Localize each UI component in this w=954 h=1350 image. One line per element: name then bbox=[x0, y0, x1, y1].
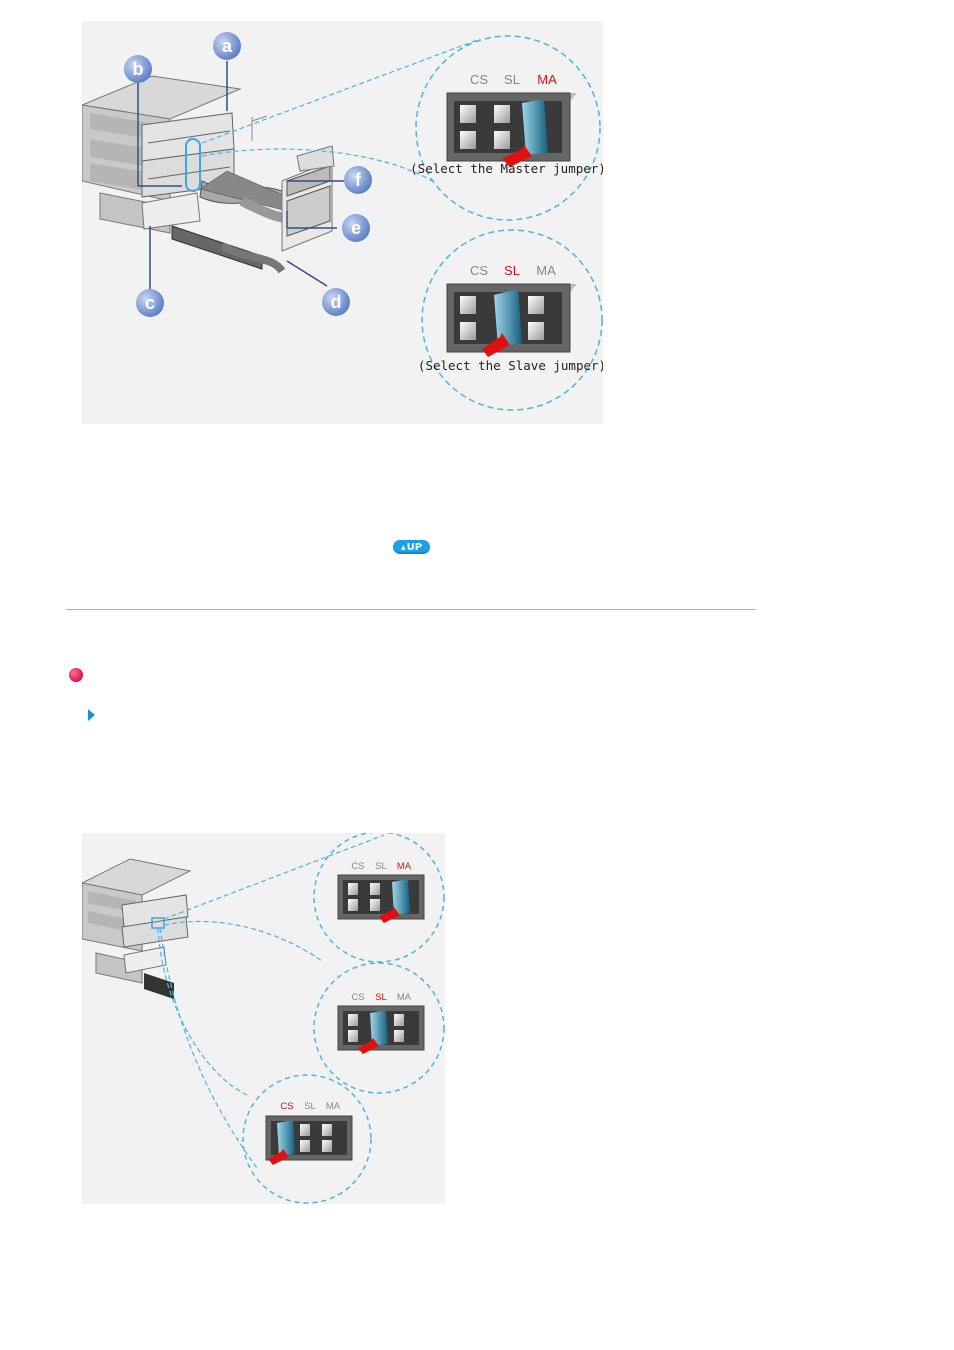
svg-text:a: a bbox=[222, 36, 233, 56]
slave-jumper-zoom-small: CS SL MA bbox=[313, 962, 445, 1094]
svg-text:CS: CS bbox=[351, 992, 364, 1003]
drive-installation-illustration: a b c d e f CS SL MA bbox=[82, 32, 603, 411]
jumper-settings-figure: CS SL MA CS SL MA bbox=[82, 833, 445, 1204]
svg-text:MA: MA bbox=[537, 72, 557, 87]
svg-text:MA: MA bbox=[397, 992, 412, 1003]
drive-bay-stack-small bbox=[82, 858, 192, 999]
svg-text:MA: MA bbox=[326, 1101, 341, 1112]
svg-text:CS: CS bbox=[470, 263, 488, 278]
svg-text:SL: SL bbox=[375, 861, 387, 872]
drive-installation-figure: a b c d e f CS SL MA bbox=[82, 21, 603, 424]
callout-a bbox=[213, 32, 241, 60]
svg-text:SL: SL bbox=[375, 992, 387, 1003]
svg-text:c: c bbox=[145, 293, 155, 313]
svg-text:CS: CS bbox=[470, 72, 488, 87]
drive-bay-stack bbox=[82, 75, 242, 234]
master-jumper-zoom: CS SL MA (Select the Master jumper) bbox=[410, 35, 603, 221]
subsection-arrow-icon bbox=[88, 709, 95, 721]
callout-leader-lines bbox=[137, 61, 344, 301]
callout-markers: a b c d e f bbox=[124, 32, 372, 317]
up-button-label: UP bbox=[406, 541, 423, 553]
back-to-top-button[interactable]: ▲UP bbox=[393, 540, 430, 554]
master-jumper-zoom-small: CS SL MA bbox=[313, 833, 445, 963]
section-divider bbox=[66, 609, 756, 610]
jumper-settings-illustration: CS SL MA CS SL MA bbox=[82, 833, 445, 1204]
section-bullet-icon bbox=[69, 668, 83, 682]
svg-text:(Select the Master jumper): (Select the Master jumper) bbox=[410, 161, 603, 176]
svg-text:SL: SL bbox=[504, 263, 520, 278]
cable-select-jumper-zoom-small: CS SL MA bbox=[242, 1074, 372, 1204]
callout-c bbox=[136, 289, 164, 317]
callout-d bbox=[322, 288, 350, 316]
svg-text:MA: MA bbox=[536, 263, 556, 278]
callout-f bbox=[344, 166, 372, 194]
svg-text:CS: CS bbox=[351, 861, 364, 872]
svg-text:CS: CS bbox=[280, 1101, 293, 1112]
svg-text:SL: SL bbox=[304, 1101, 316, 1112]
callout-e bbox=[342, 214, 370, 242]
svg-text:MA: MA bbox=[397, 861, 412, 872]
svg-text:f: f bbox=[355, 170, 362, 190]
callout-b bbox=[124, 55, 152, 83]
slave-jumper-zoom: CS SL MA (Select the Slave jumper) bbox=[418, 229, 603, 411]
svg-text:SL: SL bbox=[504, 72, 520, 87]
svg-text:e: e bbox=[351, 218, 361, 238]
svg-text:b: b bbox=[133, 59, 144, 79]
triangle-up-icon: ▲ bbox=[400, 543, 406, 551]
motherboard-connectors bbox=[251, 115, 335, 252]
jumper-highlight-pill bbox=[185, 138, 201, 192]
svg-text:d: d bbox=[331, 292, 342, 312]
svg-text:(Select the Slave jumper): (Select the Slave jumper) bbox=[418, 358, 603, 373]
